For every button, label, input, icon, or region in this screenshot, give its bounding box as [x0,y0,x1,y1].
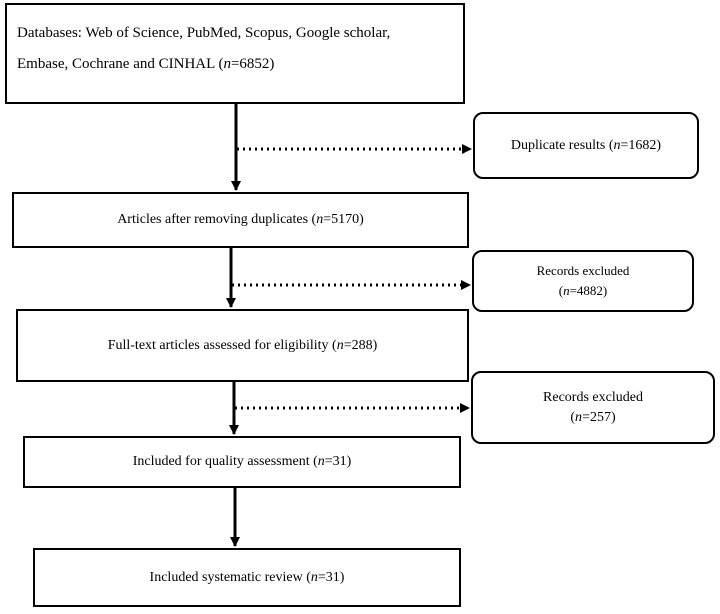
box-records-excluded-1: Records excluded (n=4882) [472,250,694,312]
box-records-excluded-2: Records excluded (n=257) [471,371,715,444]
databases-line-2: Embase, Cochrane and CINHAL (n=6852) [17,56,275,72]
box-full-text-eligibility: Full-text articles assessed for eligibil… [16,309,469,382]
box-quality-assessment: Included for quality assessment (n=31) [23,436,461,488]
box-after-duplicates: Articles after removing duplicates (n=51… [12,192,469,248]
databases-line-1: Databases: Web of Science, PubMed, Scopu… [17,25,391,41]
box-duplicate-results: Duplicate results (n=1682) [473,112,699,179]
box-systematic-review: Included systematic review (n=31) [33,548,461,607]
box-databases: Databases: Web of Science, PubMed, Scopu… [5,3,465,104]
